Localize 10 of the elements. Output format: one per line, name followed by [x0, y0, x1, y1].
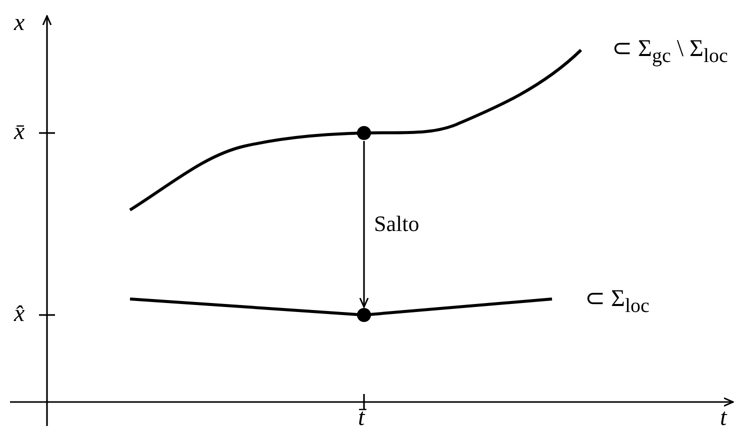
point-marker	[357, 126, 371, 140]
axis-label: t	[720, 405, 727, 431]
arrow	[359, 141, 369, 308]
curve-label: ⊂ Σ$_{loc}$	[585, 286, 650, 319]
point-marker	[357, 308, 371, 322]
curve-label: ⊂ Σ$_{gc}$ \ Σ$_{loc}$	[612, 36, 728, 69]
tick-label: t̄	[358, 405, 365, 431]
tick-label: x̄	[14, 119, 25, 145]
tick-label: x̂	[14, 301, 25, 327]
axis-label: x	[14, 10, 25, 36]
